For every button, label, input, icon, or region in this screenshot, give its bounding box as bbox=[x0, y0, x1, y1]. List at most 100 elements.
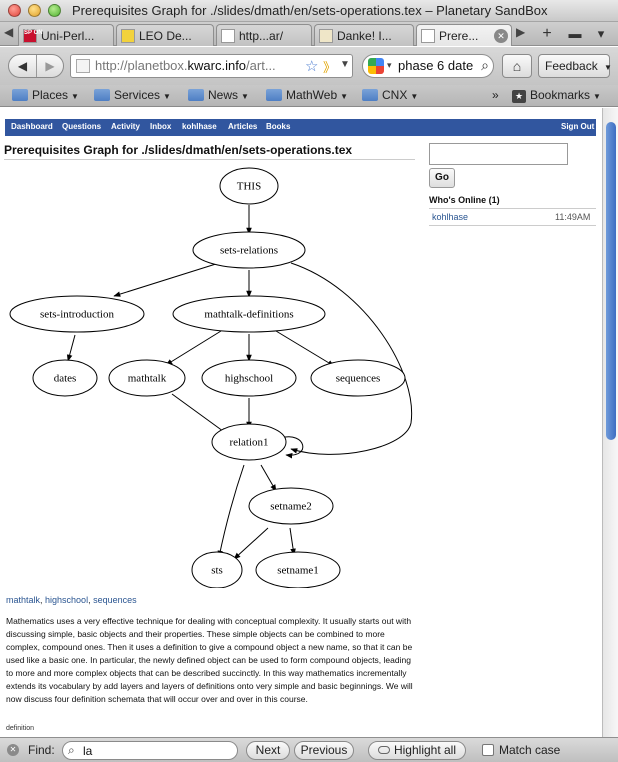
back-button[interactable]: ◀ bbox=[9, 55, 37, 77]
edge-mathtalk-definitions-mathtalk bbox=[165, 330, 222, 366]
divider bbox=[429, 225, 596, 226]
url-text[interactable]: http://planetbox.kwarc.info/art... bbox=[95, 58, 305, 73]
bookmark-folder-cnx[interactable]: CNX▼ bbox=[362, 88, 418, 102]
nav-questions[interactable]: Questions bbox=[62, 122, 102, 131]
search-engine-dropdown-icon[interactable]: ▾ bbox=[387, 60, 392, 70]
bookmark-label: CNX bbox=[382, 88, 408, 102]
folder-icon bbox=[362, 89, 378, 101]
search-icon: ⌕ bbox=[68, 743, 75, 757]
tab-list-icon[interactable]: ▬ bbox=[568, 26, 582, 41]
edge-relation1-self bbox=[280, 436, 304, 459]
nav-inbox[interactable]: Inbox bbox=[150, 122, 172, 131]
page-icon bbox=[221, 29, 235, 43]
nav-sign-out[interactable]: Sign Out bbox=[561, 122, 595, 131]
find-next-button[interactable]: Next bbox=[246, 741, 290, 760]
url-history-dropdown-icon[interactable]: ▼ bbox=[340, 59, 350, 70]
find-query[interactable]: la bbox=[83, 744, 93, 758]
bookmarks-menu-icon: ★ bbox=[512, 90, 526, 103]
leo-icon bbox=[121, 29, 135, 43]
window-close-icon[interactable] bbox=[8, 4, 21, 17]
site-search-input[interactable] bbox=[429, 143, 568, 165]
find-label: Find: bbox=[28, 743, 55, 757]
find-close-icon[interactable]: ✕ bbox=[7, 744, 19, 756]
nav-books[interactable]: Books bbox=[266, 122, 291, 131]
graph-node-sequences[interactable] bbox=[310, 359, 406, 397]
graph-label-highschool: highschool bbox=[225, 373, 273, 385]
graph-node-setname2[interactable] bbox=[248, 487, 334, 525]
bookmarks-overflow-icon[interactable]: » bbox=[492, 88, 499, 102]
tab-close-icon[interactable]: ✕ bbox=[494, 29, 508, 43]
graph-node-sets-introduction[interactable] bbox=[9, 295, 145, 333]
find-input[interactable]: ⌕ la bbox=[62, 741, 238, 760]
site-navigation: Dashboard Questions Activity Inbox kohlh… bbox=[5, 119, 596, 136]
graph-node-relation1[interactable] bbox=[211, 423, 287, 461]
feedback-button[interactable]: Feedback ▼ bbox=[538, 54, 612, 78]
edge-mathtalk-definitions-sequences bbox=[275, 330, 335, 367]
related-link-sequences[interactable]: sequences bbox=[93, 595, 137, 605]
tabs-scroll-left-icon[interactable]: ◀ bbox=[4, 25, 14, 39]
graph-label-setname1: setname1 bbox=[277, 565, 319, 577]
highlight-all-button[interactable]: Highlight all bbox=[368, 741, 466, 760]
nav-kohlhase[interactable]: kohlhase bbox=[182, 122, 217, 131]
bookmark-folder-news[interactable]: News▼ bbox=[188, 88, 249, 102]
find-previous-button[interactable]: Previous bbox=[294, 741, 354, 760]
graph-label-setname2: setname2 bbox=[270, 501, 312, 513]
url-bar[interactable]: http://planetbox.kwarc.info/art... ☆ 》 ▼ bbox=[70, 54, 353, 78]
related-link-highschool[interactable]: highschool bbox=[45, 595, 89, 605]
bookmark-folder-mathweb[interactable]: MathWeb▼ bbox=[266, 88, 348, 102]
search-input[interactable]: phase 6 date bbox=[398, 58, 474, 73]
edge-relation1-sts bbox=[217, 464, 245, 558]
graph-node-mathtalk[interactable] bbox=[108, 359, 186, 397]
graph-node-setname1[interactable] bbox=[255, 551, 341, 588]
home-button[interactable]: ⌂ bbox=[502, 54, 532, 78]
scrollbar-thumb[interactable] bbox=[606, 122, 616, 440]
folder-icon bbox=[12, 89, 28, 101]
highlight-all-label: Highlight all bbox=[393, 743, 457, 757]
bookmark-folder-places[interactable]: Places▼ bbox=[12, 88, 79, 102]
tab-danke[interactable]: Danke! I... bbox=[314, 24, 414, 46]
graph-node-highschool[interactable] bbox=[201, 359, 297, 397]
nav-articles[interactable]: Articles bbox=[228, 122, 258, 131]
tab-label: http...ar/ bbox=[239, 29, 284, 43]
graph-node-sets-relations[interactable] bbox=[192, 231, 306, 269]
tabs-scroll-right-icon[interactable]: ▶ bbox=[516, 25, 526, 39]
url-host: kwarc.info bbox=[187, 58, 247, 73]
tab-http[interactable]: http...ar/ bbox=[216, 24, 312, 46]
bookmark-label: MathWeb bbox=[286, 88, 338, 102]
graph-node-dates[interactable] bbox=[32, 359, 98, 397]
page-content: Dashboard Questions Activity Inbox kohlh… bbox=[0, 108, 602, 737]
tab-leo[interactable]: LEO De... bbox=[116, 24, 214, 46]
go-button[interactable]: Go bbox=[429, 168, 455, 188]
search-icon[interactable]: ⌕ bbox=[481, 57, 489, 73]
edge-sets-introduction-dates bbox=[66, 334, 76, 362]
new-tab-icon[interactable]: + bbox=[542, 25, 552, 42]
vertical-scrollbar[interactable] bbox=[602, 108, 618, 737]
related-link-mathtalk[interactable]: mathtalk bbox=[6, 595, 41, 605]
feed-icon[interactable]: 》 bbox=[323, 60, 337, 75]
graph-label-sets-relations: sets-relations bbox=[220, 245, 278, 257]
feedback-label: Feedback bbox=[545, 59, 598, 73]
window-zoom-icon[interactable] bbox=[48, 4, 61, 17]
tab-uni-perl[interactable]: SP ON Uni-Perl... bbox=[18, 24, 114, 46]
bookmarks-menu[interactable]: ★Bookmarks▼ bbox=[512, 88, 601, 103]
find-bar: ✕ Find: ⌕ la Next Previous Highlight all… bbox=[0, 737, 618, 762]
window-minimize-icon[interactable] bbox=[28, 4, 41, 17]
search-bar[interactable]: ▾ phase 6 date ⌕ bbox=[362, 54, 494, 78]
nav-dashboard[interactable]: Dashboard bbox=[11, 122, 53, 131]
nav-activity[interactable]: Activity bbox=[111, 122, 140, 131]
bookmark-folder-services[interactable]: Services▼ bbox=[94, 88, 171, 102]
tab-list-dropdown-icon[interactable]: ▾ bbox=[597, 26, 605, 41]
graph-node-this[interactable] bbox=[219, 167, 279, 205]
bookmark-star-icon[interactable]: ☆ bbox=[305, 58, 319, 75]
forward-button[interactable]: ▶ bbox=[45, 59, 55, 73]
tab-label: LEO De... bbox=[139, 29, 192, 43]
tab-prerequisites[interactable]: Prere... ✕ bbox=[416, 24, 512, 46]
back-forward-group: ◀ ▶ bbox=[8, 54, 64, 78]
online-user-link[interactable]: kohlhase bbox=[432, 212, 469, 222]
edge-setname2-setname1 bbox=[289, 527, 296, 556]
match-case-checkbox[interactable] bbox=[482, 744, 494, 756]
graph-node-mathtalk-definitions[interactable] bbox=[172, 295, 326, 333]
graph-node-sts[interactable] bbox=[191, 551, 243, 588]
bookmark-label: News bbox=[208, 88, 239, 102]
google-icon[interactable] bbox=[368, 58, 384, 74]
